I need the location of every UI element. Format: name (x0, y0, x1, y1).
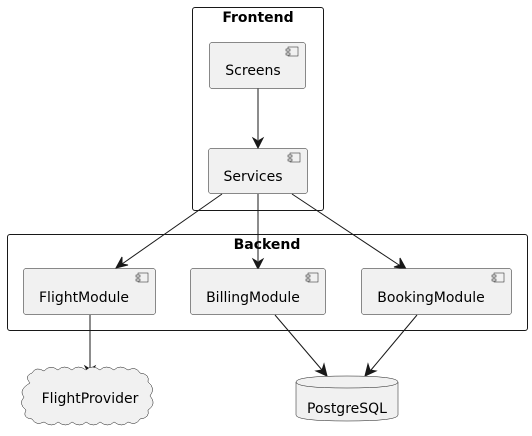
arrowhead (314, 362, 328, 377)
database-icon (295, 375, 399, 422)
services-label: Services (223, 169, 282, 185)
postgresql-label: PostgreSQL (307, 401, 387, 417)
billingmodule-component[interactable]: BillingModule (190, 268, 326, 315)
database-rim (295, 381, 399, 389)
billingmodule-label: BillingModule (206, 290, 300, 306)
edge-screens-to-services (251, 88, 265, 150)
arrowhead (251, 136, 265, 150)
edge-bookingmodule-to-postgresql (364, 314, 418, 377)
services-component[interactable]: Services (208, 148, 308, 194)
flightmodule-component[interactable]: FlightModule (23, 268, 156, 315)
component-icon (285, 46, 299, 57)
edge-services-to-bookingmodule (291, 193, 407, 270)
screens-component[interactable]: Screens (209, 42, 306, 89)
arrowhead (251, 257, 265, 271)
flightprovider-cloud[interactable]: FlightProvider (21, 366, 154, 426)
flightmodule-label: FlightModule (39, 290, 129, 306)
frontend-package-title: Frontend (222, 10, 293, 26)
edge-billingmodule-to-postgresql (274, 314, 328, 377)
component-icon (491, 272, 505, 283)
cloud-icon (21, 366, 154, 426)
backend-package-title: Backend (234, 237, 301, 253)
screens-label: Screens (225, 63, 280, 79)
bookingmodule-component[interactable]: BookingModule (361, 268, 512, 315)
component-icon (287, 152, 301, 163)
edge-services-to-flightmodule (115, 193, 223, 269)
edge-services-to-billingmodule (251, 194, 265, 271)
bookingmodule-label: BookingModule (377, 290, 484, 306)
component-icon (305, 272, 319, 283)
flightprovider-label: FlightProvider (42, 391, 139, 407)
arrowhead (393, 257, 407, 270)
arrowhead (115, 256, 129, 269)
component-icon (135, 272, 149, 283)
arrowhead (364, 362, 378, 377)
postgresql-database[interactable]: PostgreSQL (295, 375, 399, 422)
